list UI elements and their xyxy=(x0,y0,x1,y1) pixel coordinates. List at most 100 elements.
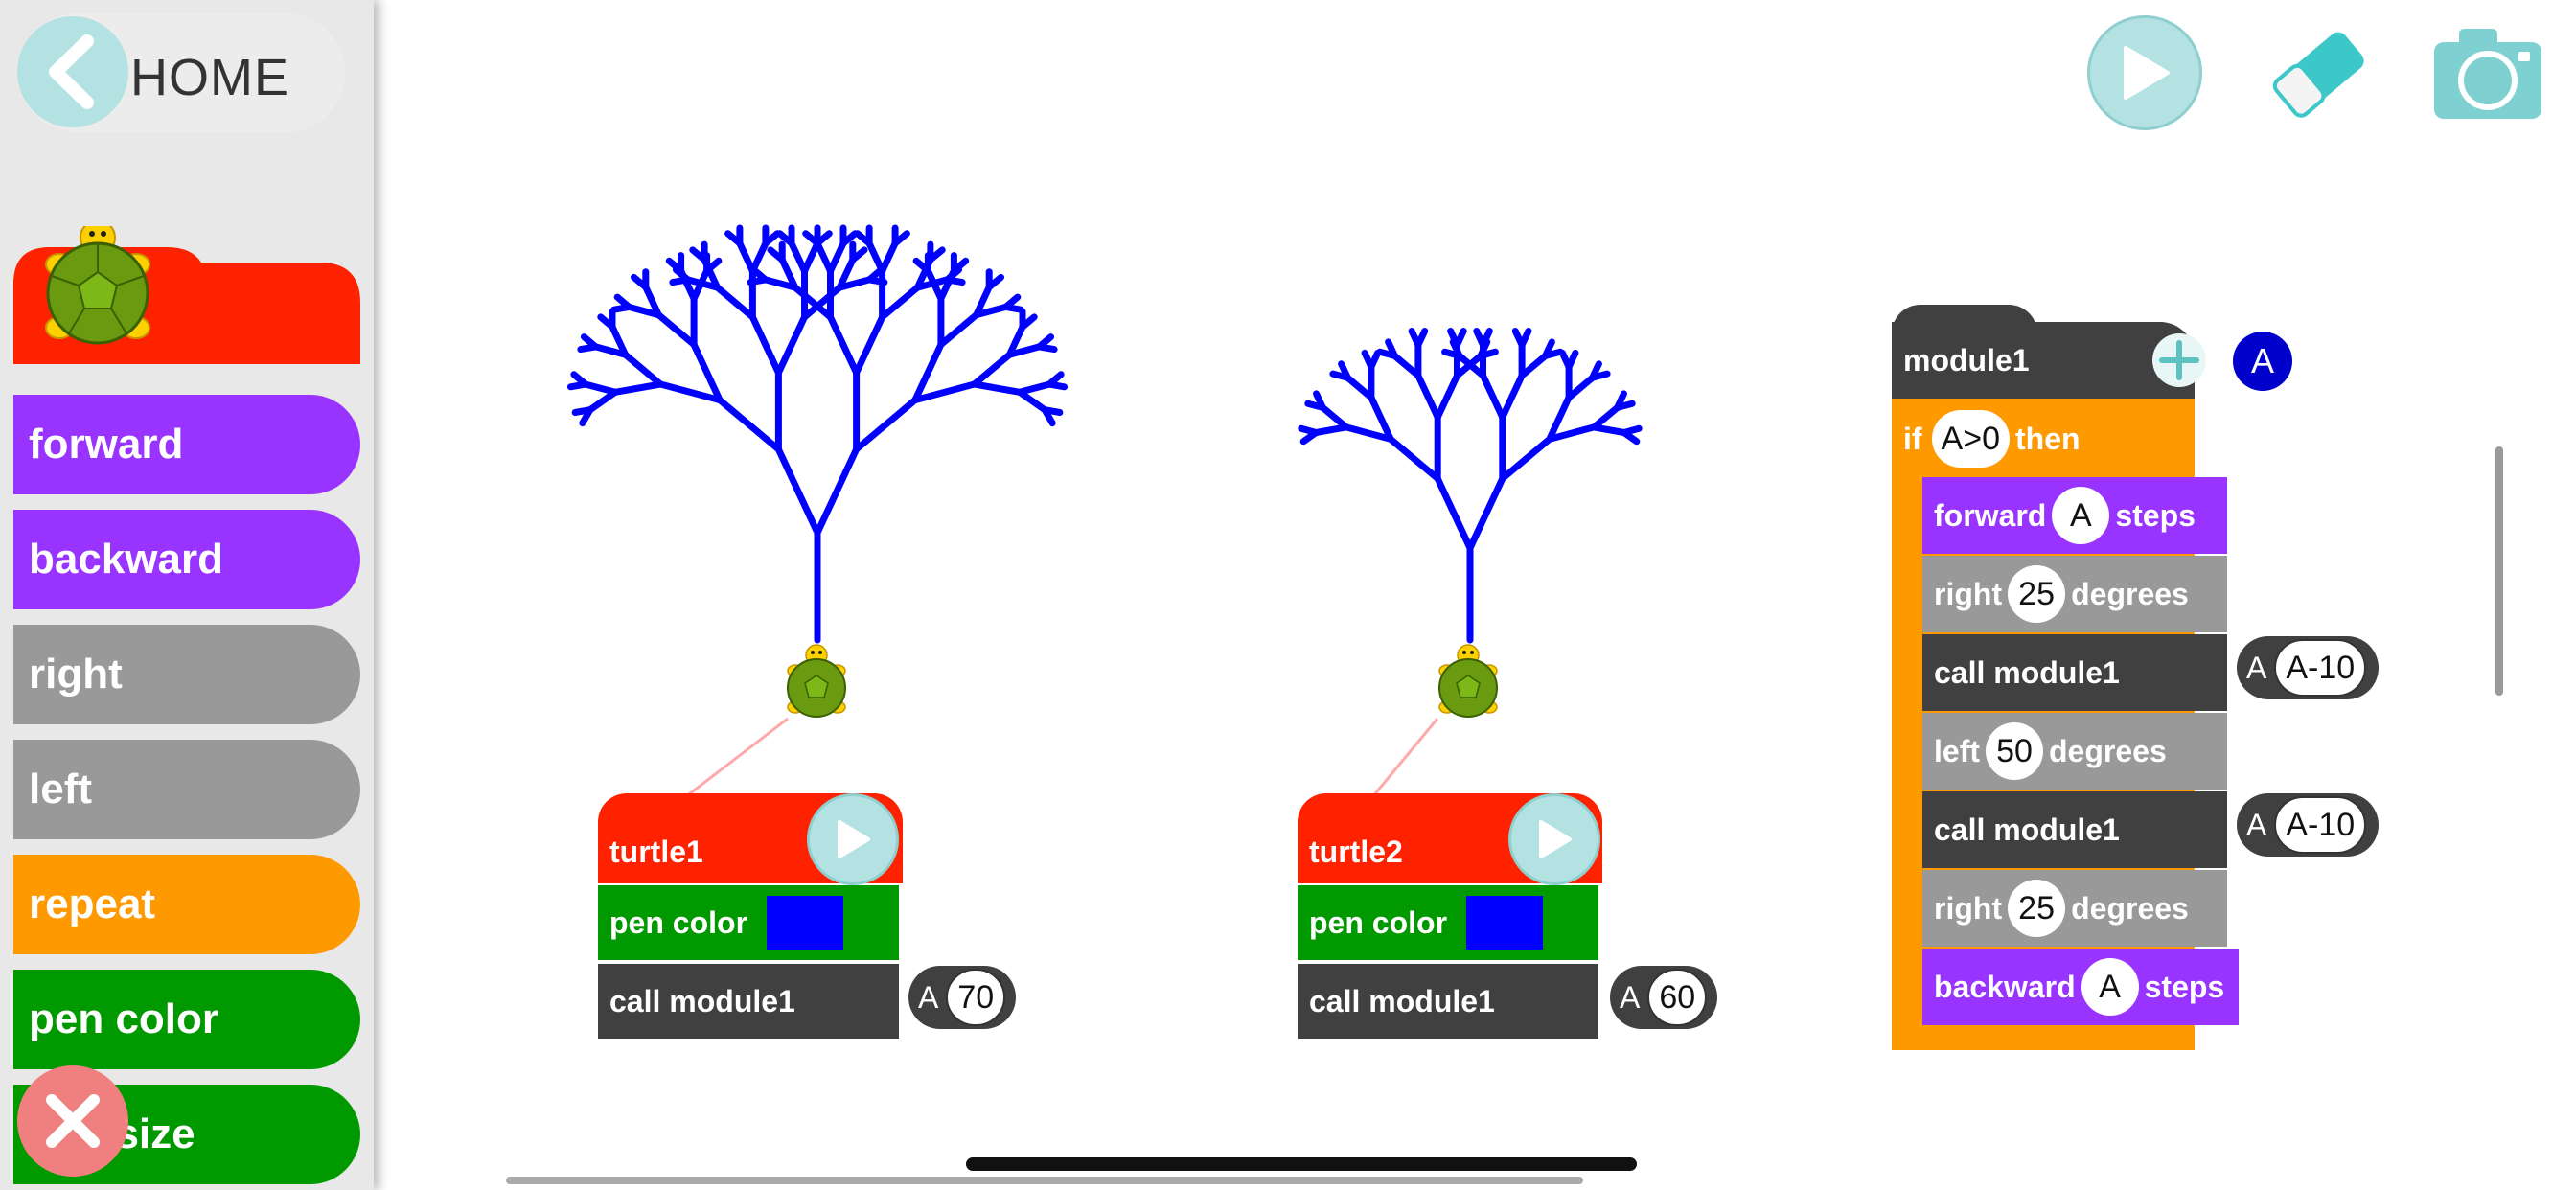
turtle1-sprite[interactable] xyxy=(787,644,846,718)
tree-branch xyxy=(1361,349,1375,371)
close-button[interactable] xyxy=(17,1065,128,1177)
tree-branch xyxy=(1434,372,1460,421)
turtle-icon xyxy=(45,219,150,345)
tree-branch xyxy=(937,311,980,349)
vertical-scrollbar[interactable] xyxy=(2496,446,2503,696)
tree-branch xyxy=(1344,374,1375,401)
tree-branch xyxy=(678,267,698,303)
if-condition[interactable]: A>0 xyxy=(1931,410,2010,468)
tree-branch xyxy=(1590,423,1628,436)
turtle2-sprite[interactable] xyxy=(1438,644,1498,718)
add-parameter-button[interactable] xyxy=(2152,333,2206,387)
tree-branch xyxy=(788,240,808,275)
turtle-block-palette-item[interactable] xyxy=(13,219,360,364)
stmt-call-2-param-chip[interactable]: A A-10 xyxy=(2237,793,2379,857)
param-value[interactable]: 60 xyxy=(1647,969,1708,1026)
stmt-call-1-param-chip[interactable]: A A-10 xyxy=(2237,636,2379,699)
turtle1-link-line xyxy=(684,717,789,799)
tree-branch xyxy=(836,276,873,291)
tree-branch xyxy=(1518,352,1550,379)
pen-color-label: pen color xyxy=(610,904,748,940)
tree-branch xyxy=(609,323,630,358)
tree-branch xyxy=(1005,343,1043,358)
turtle2-pen-color-block[interactable]: pen color xyxy=(1298,885,1598,960)
stmt-forward-block[interactable]: forward A steps xyxy=(1922,477,2227,554)
tree-branch xyxy=(1546,394,1573,443)
turtle1-call-block[interactable]: call module1 xyxy=(598,964,899,1039)
stmt-cmd: call module1 xyxy=(1934,812,2120,847)
home-button[interactable]: HOME xyxy=(17,13,345,132)
stmt-call-block-1[interactable]: call module1 xyxy=(1922,634,2227,711)
turtle2-link-line xyxy=(1370,718,1439,798)
stmt-arg[interactable]: A xyxy=(2081,958,2139,1016)
tree-branch xyxy=(665,257,685,275)
stmt-arg[interactable]: 25 xyxy=(2008,565,2066,623)
param-value[interactable]: A-10 xyxy=(2274,639,2367,697)
tree-branch xyxy=(879,240,899,275)
tree-branch xyxy=(736,240,756,275)
tree-branch xyxy=(911,341,945,404)
stmt-arg[interactable]: A xyxy=(2052,487,2110,544)
tree-branch xyxy=(611,380,664,396)
stmt-unit: degrees xyxy=(2049,733,2167,768)
parameter-badge[interactable]: A xyxy=(2233,332,2292,391)
screenshot-button[interactable] xyxy=(2430,23,2545,123)
tree-branch xyxy=(1391,352,1422,379)
turtle2-name: turtle2 xyxy=(1309,834,1403,869)
stmt-right-block-2[interactable]: right 25 degrees xyxy=(1922,870,2227,947)
pen-color-label: pen color xyxy=(1309,904,1448,940)
palette-left-block[interactable]: left xyxy=(13,740,360,839)
turtle1-param-chip[interactable]: A 70 xyxy=(908,966,1016,1029)
stmt-arg[interactable]: 25 xyxy=(2008,880,2066,937)
eraser-icon xyxy=(2272,32,2364,118)
tree-branch xyxy=(1343,423,1394,443)
tree-branch xyxy=(582,380,619,396)
tree-branch xyxy=(865,240,886,275)
param-value[interactable]: A-10 xyxy=(2274,796,2367,854)
tree-branch xyxy=(642,284,662,319)
tree-branch xyxy=(655,311,698,349)
tree-branch xyxy=(1319,403,1350,431)
turtle2-run-button[interactable] xyxy=(1508,793,1600,885)
if-block-header[interactable]: if A>0 then xyxy=(1892,402,2081,475)
stmt-left-block[interactable]: left 50 degrees xyxy=(1922,713,2227,790)
palette-backward-block[interactable]: backward xyxy=(13,510,360,609)
tree-branch xyxy=(865,266,885,284)
stmt-right-block[interactable]: right 25 degrees xyxy=(1922,556,2227,632)
turtle1-name: turtle1 xyxy=(610,834,703,869)
pen-color-swatch[interactable] xyxy=(1466,896,1544,950)
tree-branch xyxy=(971,351,1013,388)
tree-branch xyxy=(1312,423,1350,436)
tree-branch xyxy=(1565,374,1597,401)
tree-branch xyxy=(1046,371,1065,388)
turtle2-call-block[interactable]: call module1 xyxy=(1298,964,1598,1039)
palette-forward-block[interactable]: forward xyxy=(13,395,360,494)
param-value[interactable]: 70 xyxy=(946,969,1006,1026)
module-name: module1 xyxy=(1903,342,2030,378)
palette-repeat-block[interactable]: repeat xyxy=(13,855,360,954)
tree-branch xyxy=(610,303,632,313)
turtle1-run-button[interactable] xyxy=(807,793,899,885)
turtle2-param-chip[interactable]: A 60 xyxy=(1610,966,1717,1029)
eraser-button[interactable] xyxy=(2262,15,2377,130)
tree-branch xyxy=(1614,390,1627,411)
palette-right-block[interactable]: right xyxy=(13,625,360,724)
tree-branch xyxy=(1477,338,1491,359)
tree-branch xyxy=(1434,475,1474,552)
run-all-button[interactable] xyxy=(2087,15,2202,130)
turtle1-pen-color-block[interactable]: pen color xyxy=(598,885,899,960)
tree-branch xyxy=(801,240,821,275)
tree-branch xyxy=(1499,435,1553,482)
stmt-call-block-2[interactable]: call module1 xyxy=(1922,791,2227,868)
pen-color-swatch[interactable] xyxy=(767,896,844,950)
horizontal-scrollbar[interactable] xyxy=(506,1177,1583,1184)
tree-branch xyxy=(853,313,886,377)
stmt-backward-block[interactable]: backward A steps xyxy=(1922,949,2239,1025)
stmt-arg[interactable]: 50 xyxy=(1986,722,2043,780)
tree-branch xyxy=(656,380,724,404)
module1-header-block[interactable]: module1 xyxy=(1892,322,2195,399)
palette-pen-color-block[interactable]: pen color xyxy=(13,970,360,1069)
tree-branch xyxy=(911,380,978,404)
tree-branch xyxy=(579,406,594,427)
tree-branch xyxy=(1511,328,1526,349)
